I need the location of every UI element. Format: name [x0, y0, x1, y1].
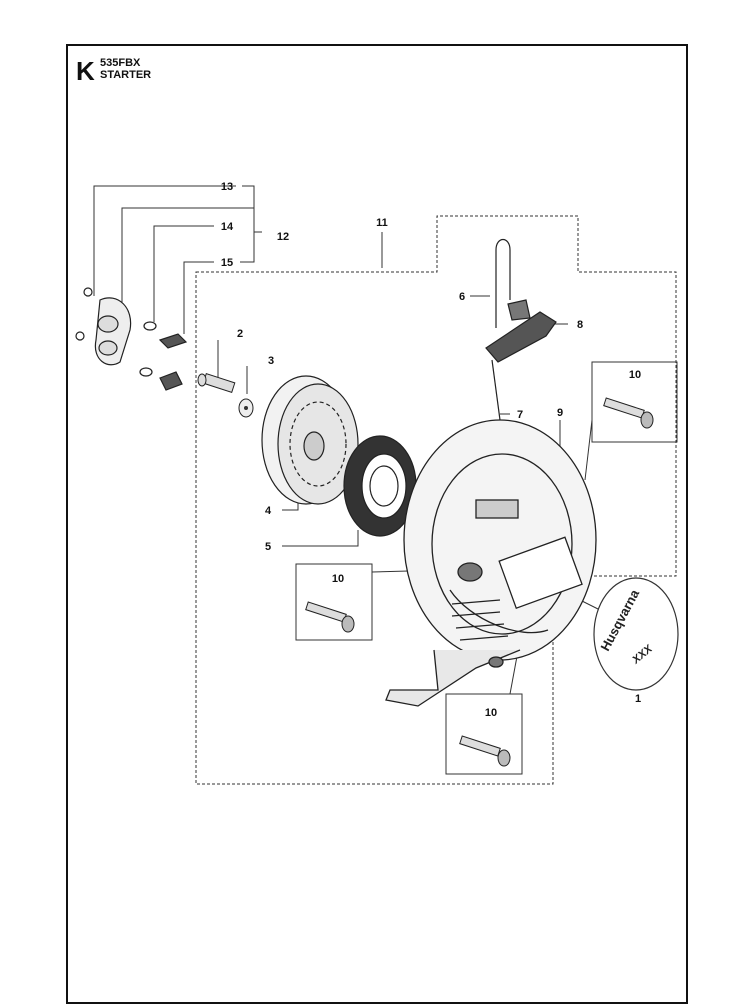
callout-5: 5 [265, 541, 271, 553]
pawl-assembly [75, 287, 188, 391]
callout-7: 7 [517, 409, 523, 421]
section-letter: K [76, 56, 95, 86]
fastener-box-10-bottom [445, 693, 523, 775]
fastener-box-10-left [295, 563, 373, 641]
callout-10-top: 10 [629, 369, 641, 381]
callout-2: 2 [237, 328, 243, 340]
callout-10-left: 10 [332, 573, 344, 585]
page-title: STARTER [100, 69, 152, 81]
pulley-4 [261, 375, 359, 505]
screw-10-bottom [459, 735, 511, 767]
leader-14 [121, 207, 254, 318]
callout-4: 4 [265, 505, 272, 517]
callout-9: 9 [557, 407, 563, 419]
callout-11: 11 [376, 217, 388, 229]
leader-13 [93, 185, 255, 296]
group-11-outline [195, 215, 677, 785]
callout-10-bottom: 10 [485, 707, 497, 719]
starter-housing-9 [385, 419, 597, 707]
callout-14: 14 [221, 221, 234, 233]
callout-8: 8 [577, 319, 583, 331]
callout-3: 3 [268, 355, 274, 367]
callout-13: 13 [221, 181, 233, 193]
leader-15 [183, 231, 262, 334]
callout-12: 12 [277, 231, 289, 243]
starter-handle-8 [485, 238, 557, 471]
callout-15: 15 [221, 257, 233, 269]
page-frame [66, 44, 688, 1004]
screw-10-top [603, 397, 654, 429]
callout-6: 6 [459, 291, 465, 303]
screw-10-left [305, 601, 355, 633]
model-name: 535FBX [100, 57, 141, 69]
leader-14b [153, 225, 214, 322]
decal-1: Husqvarna XXX [593, 577, 679, 691]
callout-1: 1 [635, 693, 641, 705]
screw-2 [197, 372, 236, 394]
fastener-box-10-top [591, 361, 678, 443]
